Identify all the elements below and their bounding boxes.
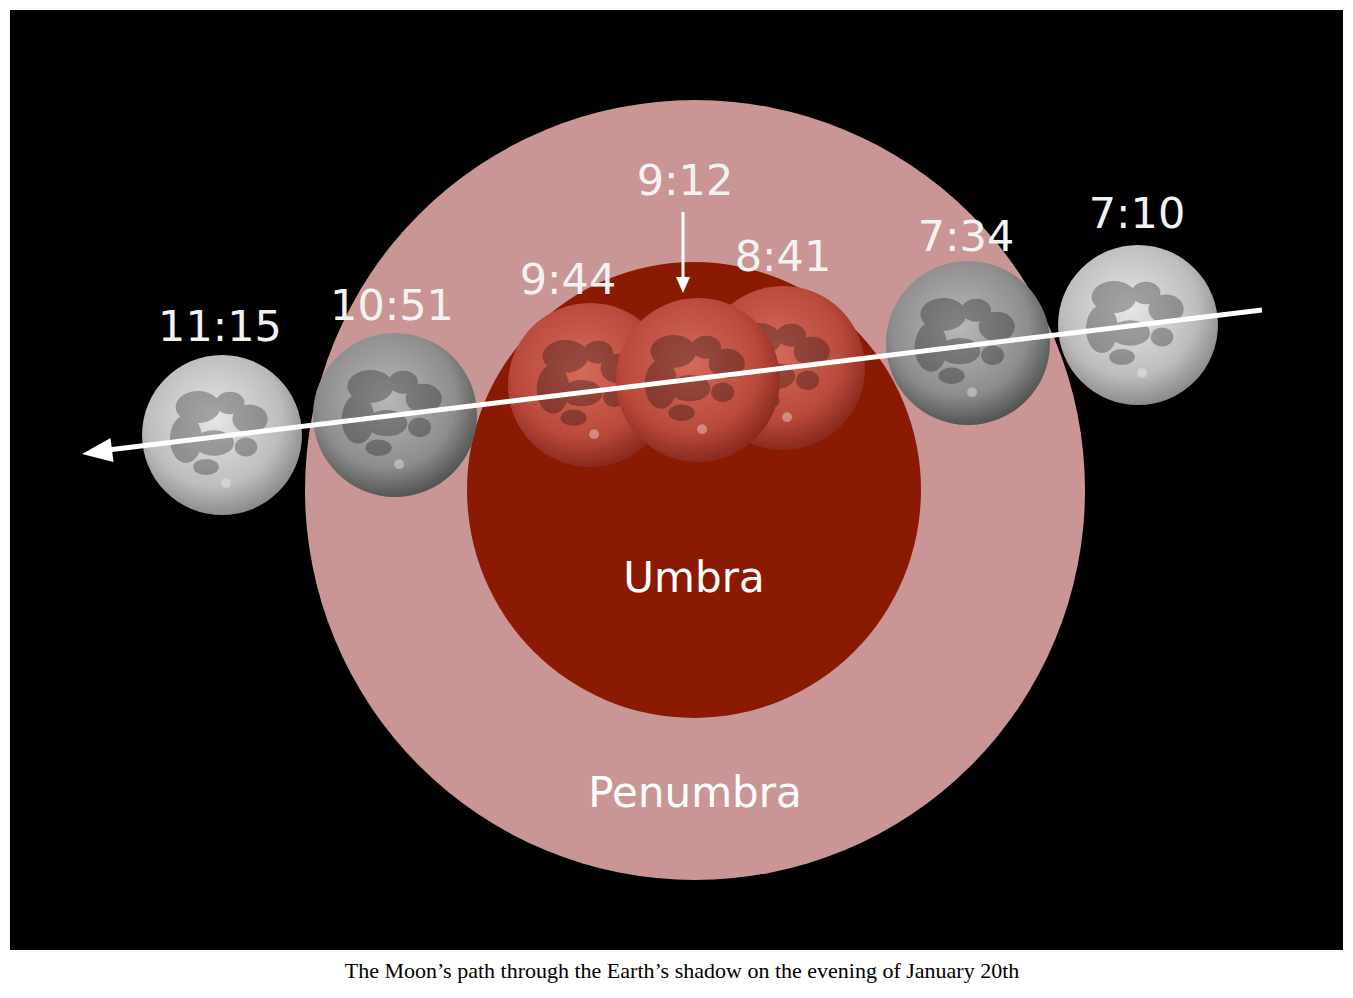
pointer-line [682, 212, 685, 280]
time-label: 7:10 [1089, 190, 1186, 237]
time-label: 8:41 [735, 233, 832, 280]
time-label: 9:44 [520, 256, 617, 303]
pointer-head [676, 277, 690, 293]
time-label: 7:34 [918, 213, 1015, 260]
night-sky [10, 10, 1343, 950]
time-label: 11:15 [158, 303, 282, 350]
arrow-head [82, 438, 114, 462]
time-label: 10:51 [330, 282, 454, 329]
region-label: Umbra [623, 555, 764, 601]
time-label: 9:12 [637, 157, 734, 204]
figure-caption: The Moon’s path through the Earth’s shad… [345, 958, 1020, 984]
moon [886, 261, 1050, 425]
region-label: Penumbra [588, 770, 802, 816]
